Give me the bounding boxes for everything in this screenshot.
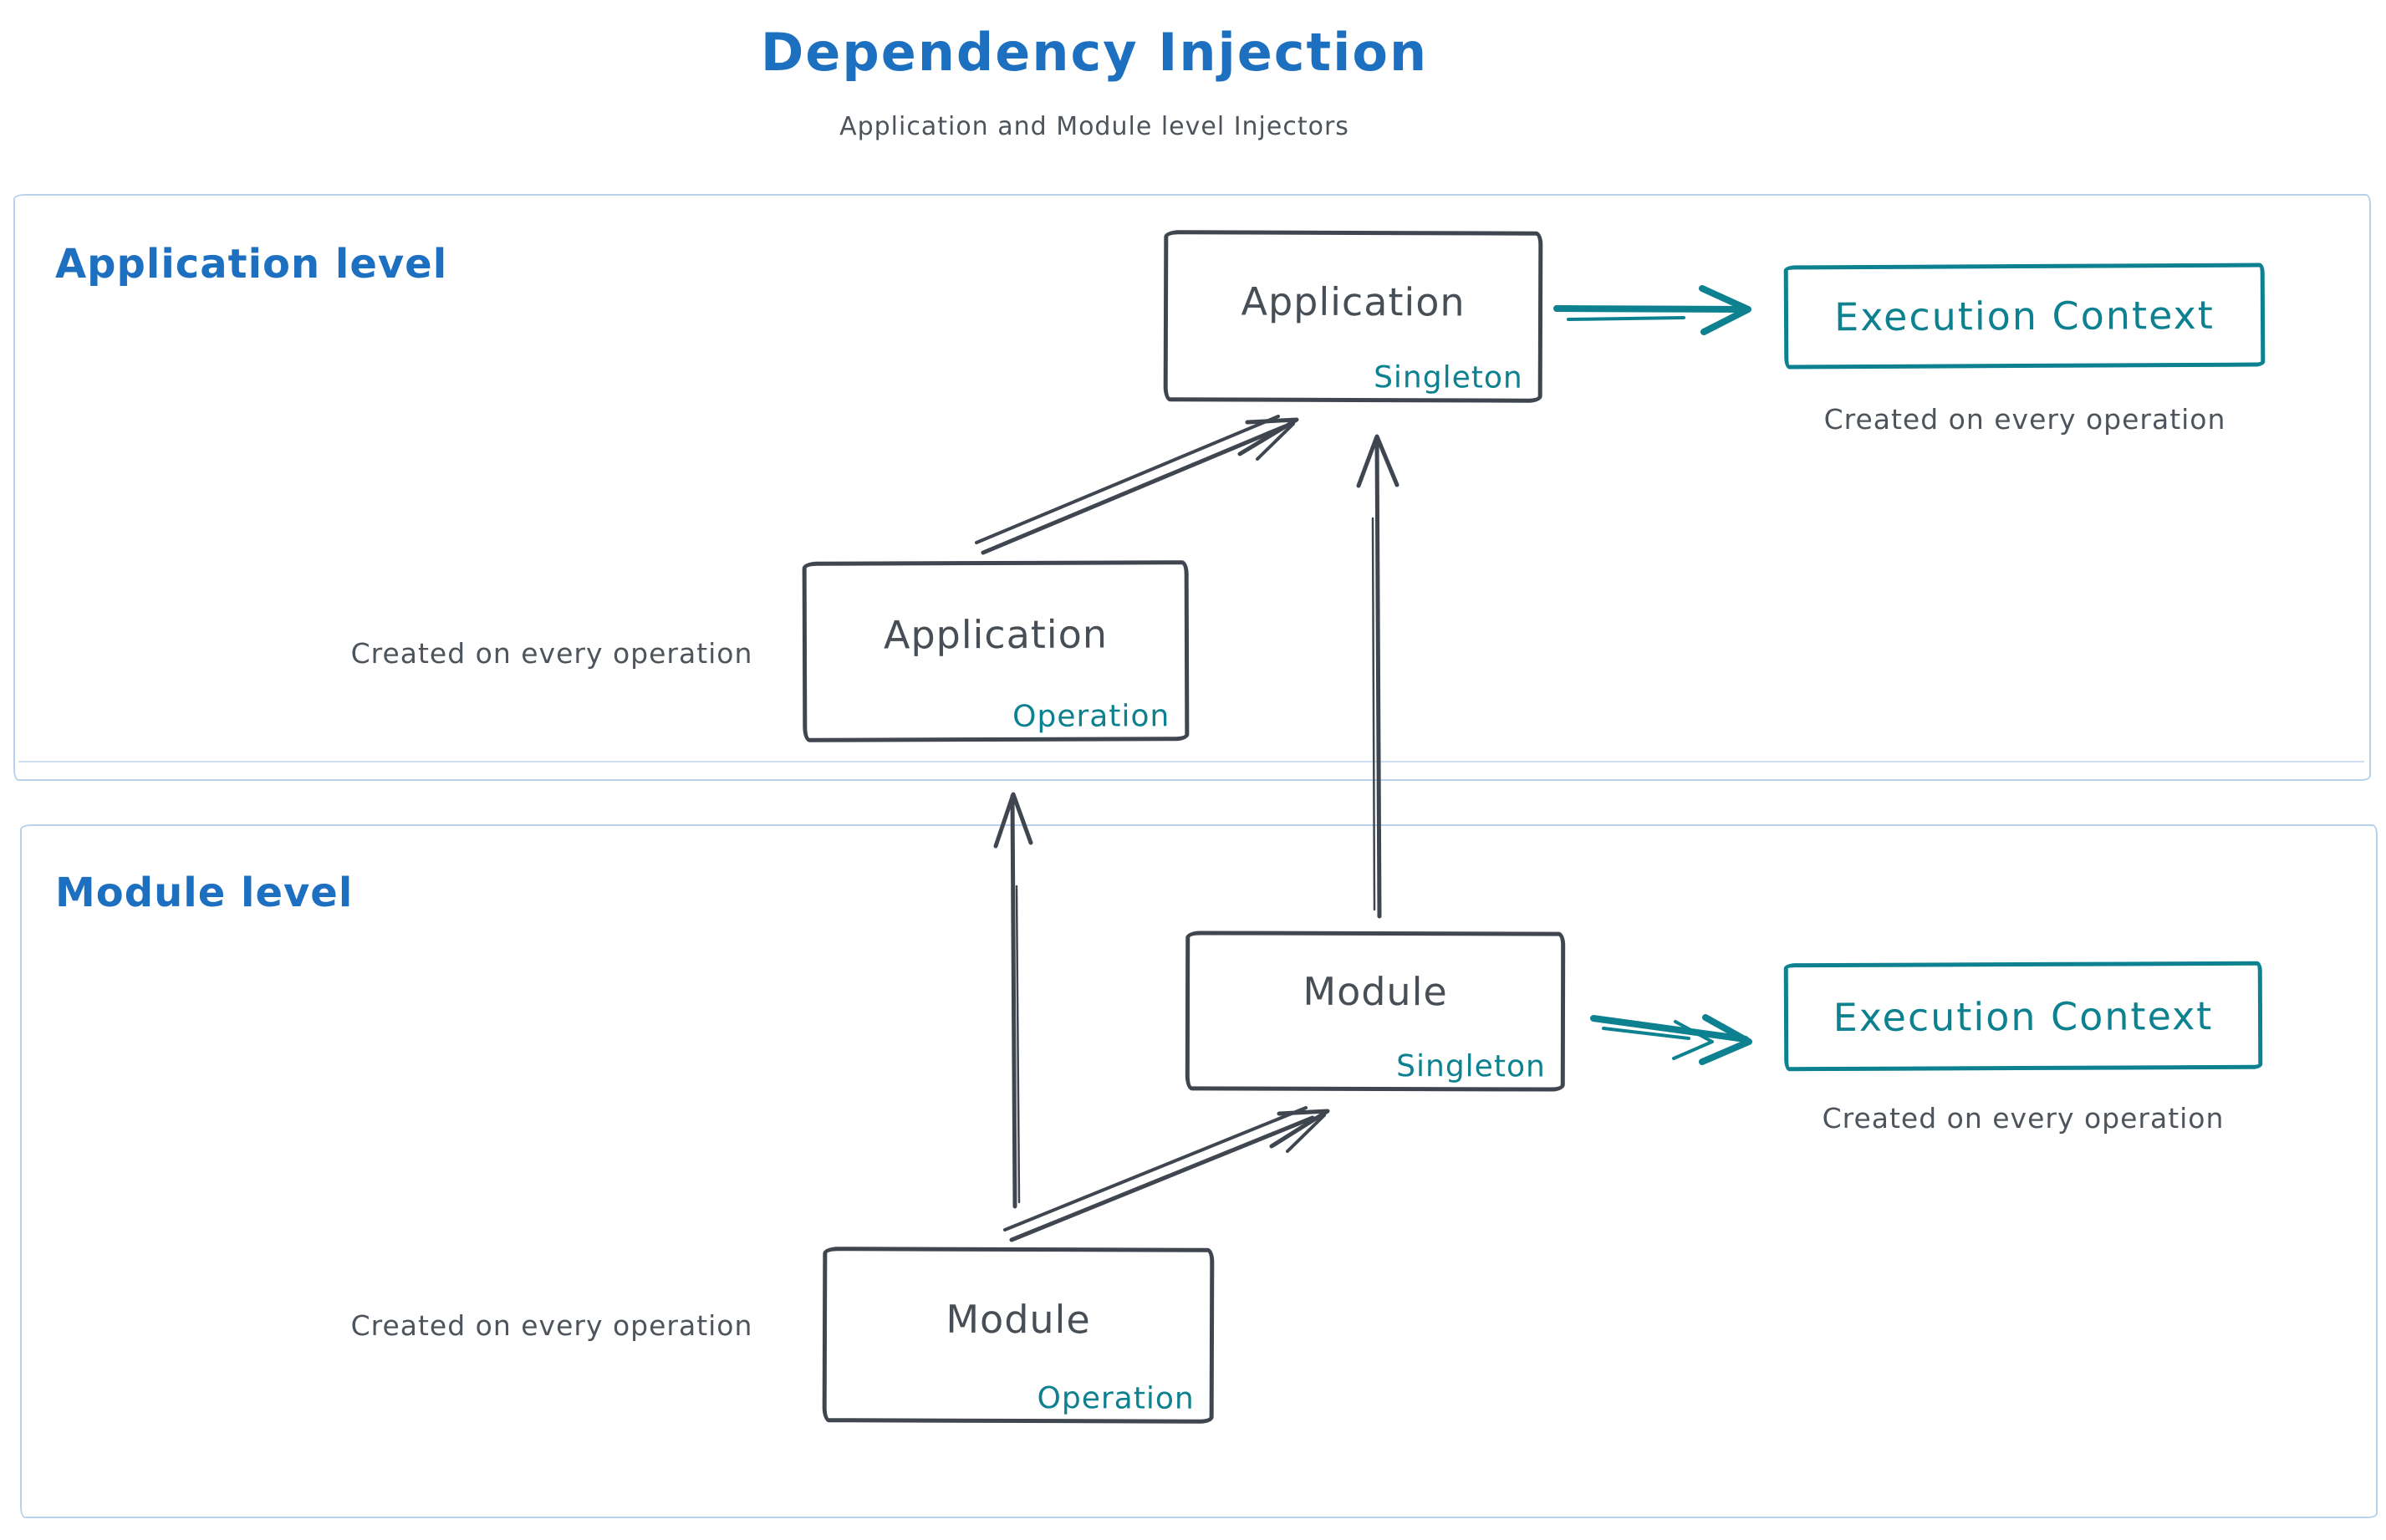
caption-application-execution-context: Created on every operation [1823, 403, 2226, 436]
node-module-operation-title: Module [946, 1296, 1091, 1343]
caption-application-operation: Created on every operation [350, 637, 753, 670]
node-application-operation: Application Operation [802, 560, 1190, 742]
node-application-singleton: Application Singleton [1163, 230, 1543, 403]
caption-module-execution-context: Created on every operation [1822, 1102, 2225, 1135]
caption-module-operation: Created on every operation [350, 1309, 753, 1342]
node-application-execution-context: Execution Context [1783, 263, 2266, 370]
diagram-subtitle: Application and Module level Injectors [839, 112, 1349, 141]
section-module-label: Module level [55, 869, 354, 916]
node-module-operation: Module Operation [822, 1247, 1215, 1424]
node-application-operation-title: Application [883, 611, 1109, 658]
node-module-operation-scope-badge: Operation [1037, 1381, 1195, 1416]
node-module-singleton: Module Singleton [1185, 931, 1566, 1092]
node-module-execution-context-label: Execution Context [1833, 992, 2214, 1040]
node-module-singleton-scope-badge: Singleton [1396, 1049, 1546, 1084]
section-application-sketch-stroke [18, 761, 2364, 762]
node-application-execution-context-label: Execution Context [1834, 292, 2215, 340]
node-application-singleton-title: Application [1241, 278, 1466, 325]
node-application-operation-scope-badge: Operation [1012, 699, 1170, 734]
section-application-label: Application level [55, 241, 448, 288]
node-application-singleton-scope-badge: Singleton [1374, 360, 1523, 395]
node-module-execution-context: Execution Context [1783, 961, 2263, 1072]
node-module-singleton-title: Module [1303, 968, 1448, 1015]
diagram-title: Dependency Injection [760, 22, 1429, 83]
